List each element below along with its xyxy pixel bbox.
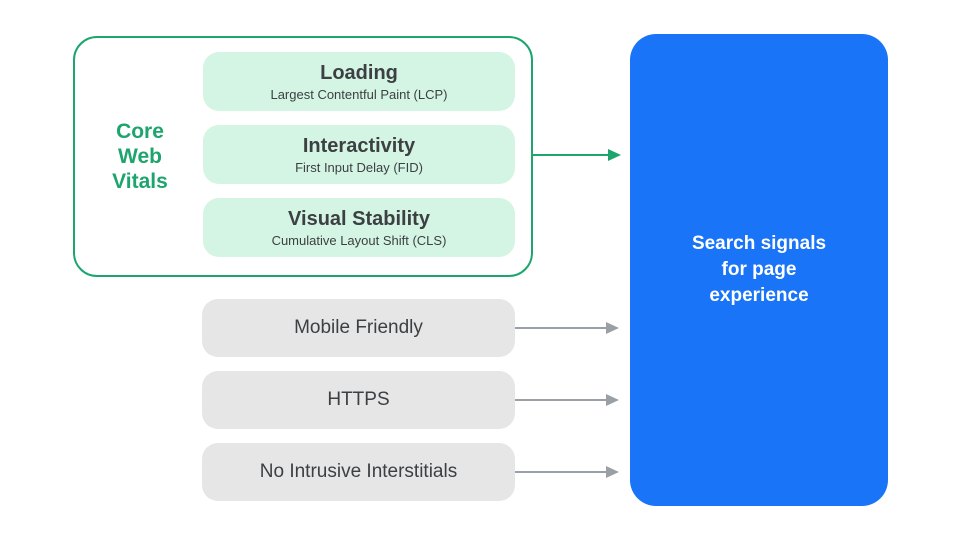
arrowhead: [608, 149, 621, 161]
signal-title: Visual Stability: [288, 207, 430, 230]
signal-pill-no-intrusive-interstitials: No Intrusive Interstitials: [202, 443, 515, 501]
signal-title: Loading: [320, 61, 398, 84]
signal-pill-https: HTTPS: [202, 371, 515, 429]
signal-subtitle: Largest Contentful Paint (LCP): [270, 86, 448, 102]
signal-label: No Intrusive Interstitials: [259, 461, 458, 482]
core-web-vitals-label: Core Web Vitals: [112, 120, 168, 193]
arrow-core-web-vitals: [531, 149, 621, 161]
arrow-line: [515, 471, 607, 473]
signal-title: Interactivity: [302, 134, 416, 157]
signal-subtitle: First Input Delay (FID): [295, 159, 423, 175]
signal-label: Mobile Friendly: [294, 317, 423, 338]
arrow-no-intrusive-interstitials: [515, 466, 619, 478]
signal-pill-interactivity: Interactivity First Input Delay (FID): [203, 125, 515, 184]
arrow-line: [515, 399, 607, 401]
arrowhead: [606, 322, 619, 334]
arrowhead: [606, 394, 619, 406]
arrowhead: [606, 466, 619, 478]
signal-pill-mobile-friendly: Mobile Friendly: [202, 299, 515, 357]
arrow-https: [515, 394, 619, 406]
other-signals-list: Mobile Friendly HTTPS No Intrusive Inter…: [202, 299, 515, 501]
signal-pill-visual-stability: Visual Stability Cumulative Layout Shift…: [203, 198, 515, 257]
signal-label: HTTPS: [327, 389, 390, 410]
signal-subtitle: Cumulative Layout Shift (CLS): [271, 232, 447, 248]
arrow-mobile-friendly: [515, 322, 619, 334]
arrow-line: [531, 154, 609, 156]
core-web-vitals-list: Loading Largest Contentful Paint (LCP) I…: [203, 52, 515, 257]
search-signals-box: Search signals for page experience: [630, 34, 888, 506]
signal-pill-loading: Loading Largest Contentful Paint (LCP): [203, 52, 515, 111]
search-signals-label: Search signals for page experience: [691, 233, 827, 306]
arrow-line: [515, 327, 607, 329]
